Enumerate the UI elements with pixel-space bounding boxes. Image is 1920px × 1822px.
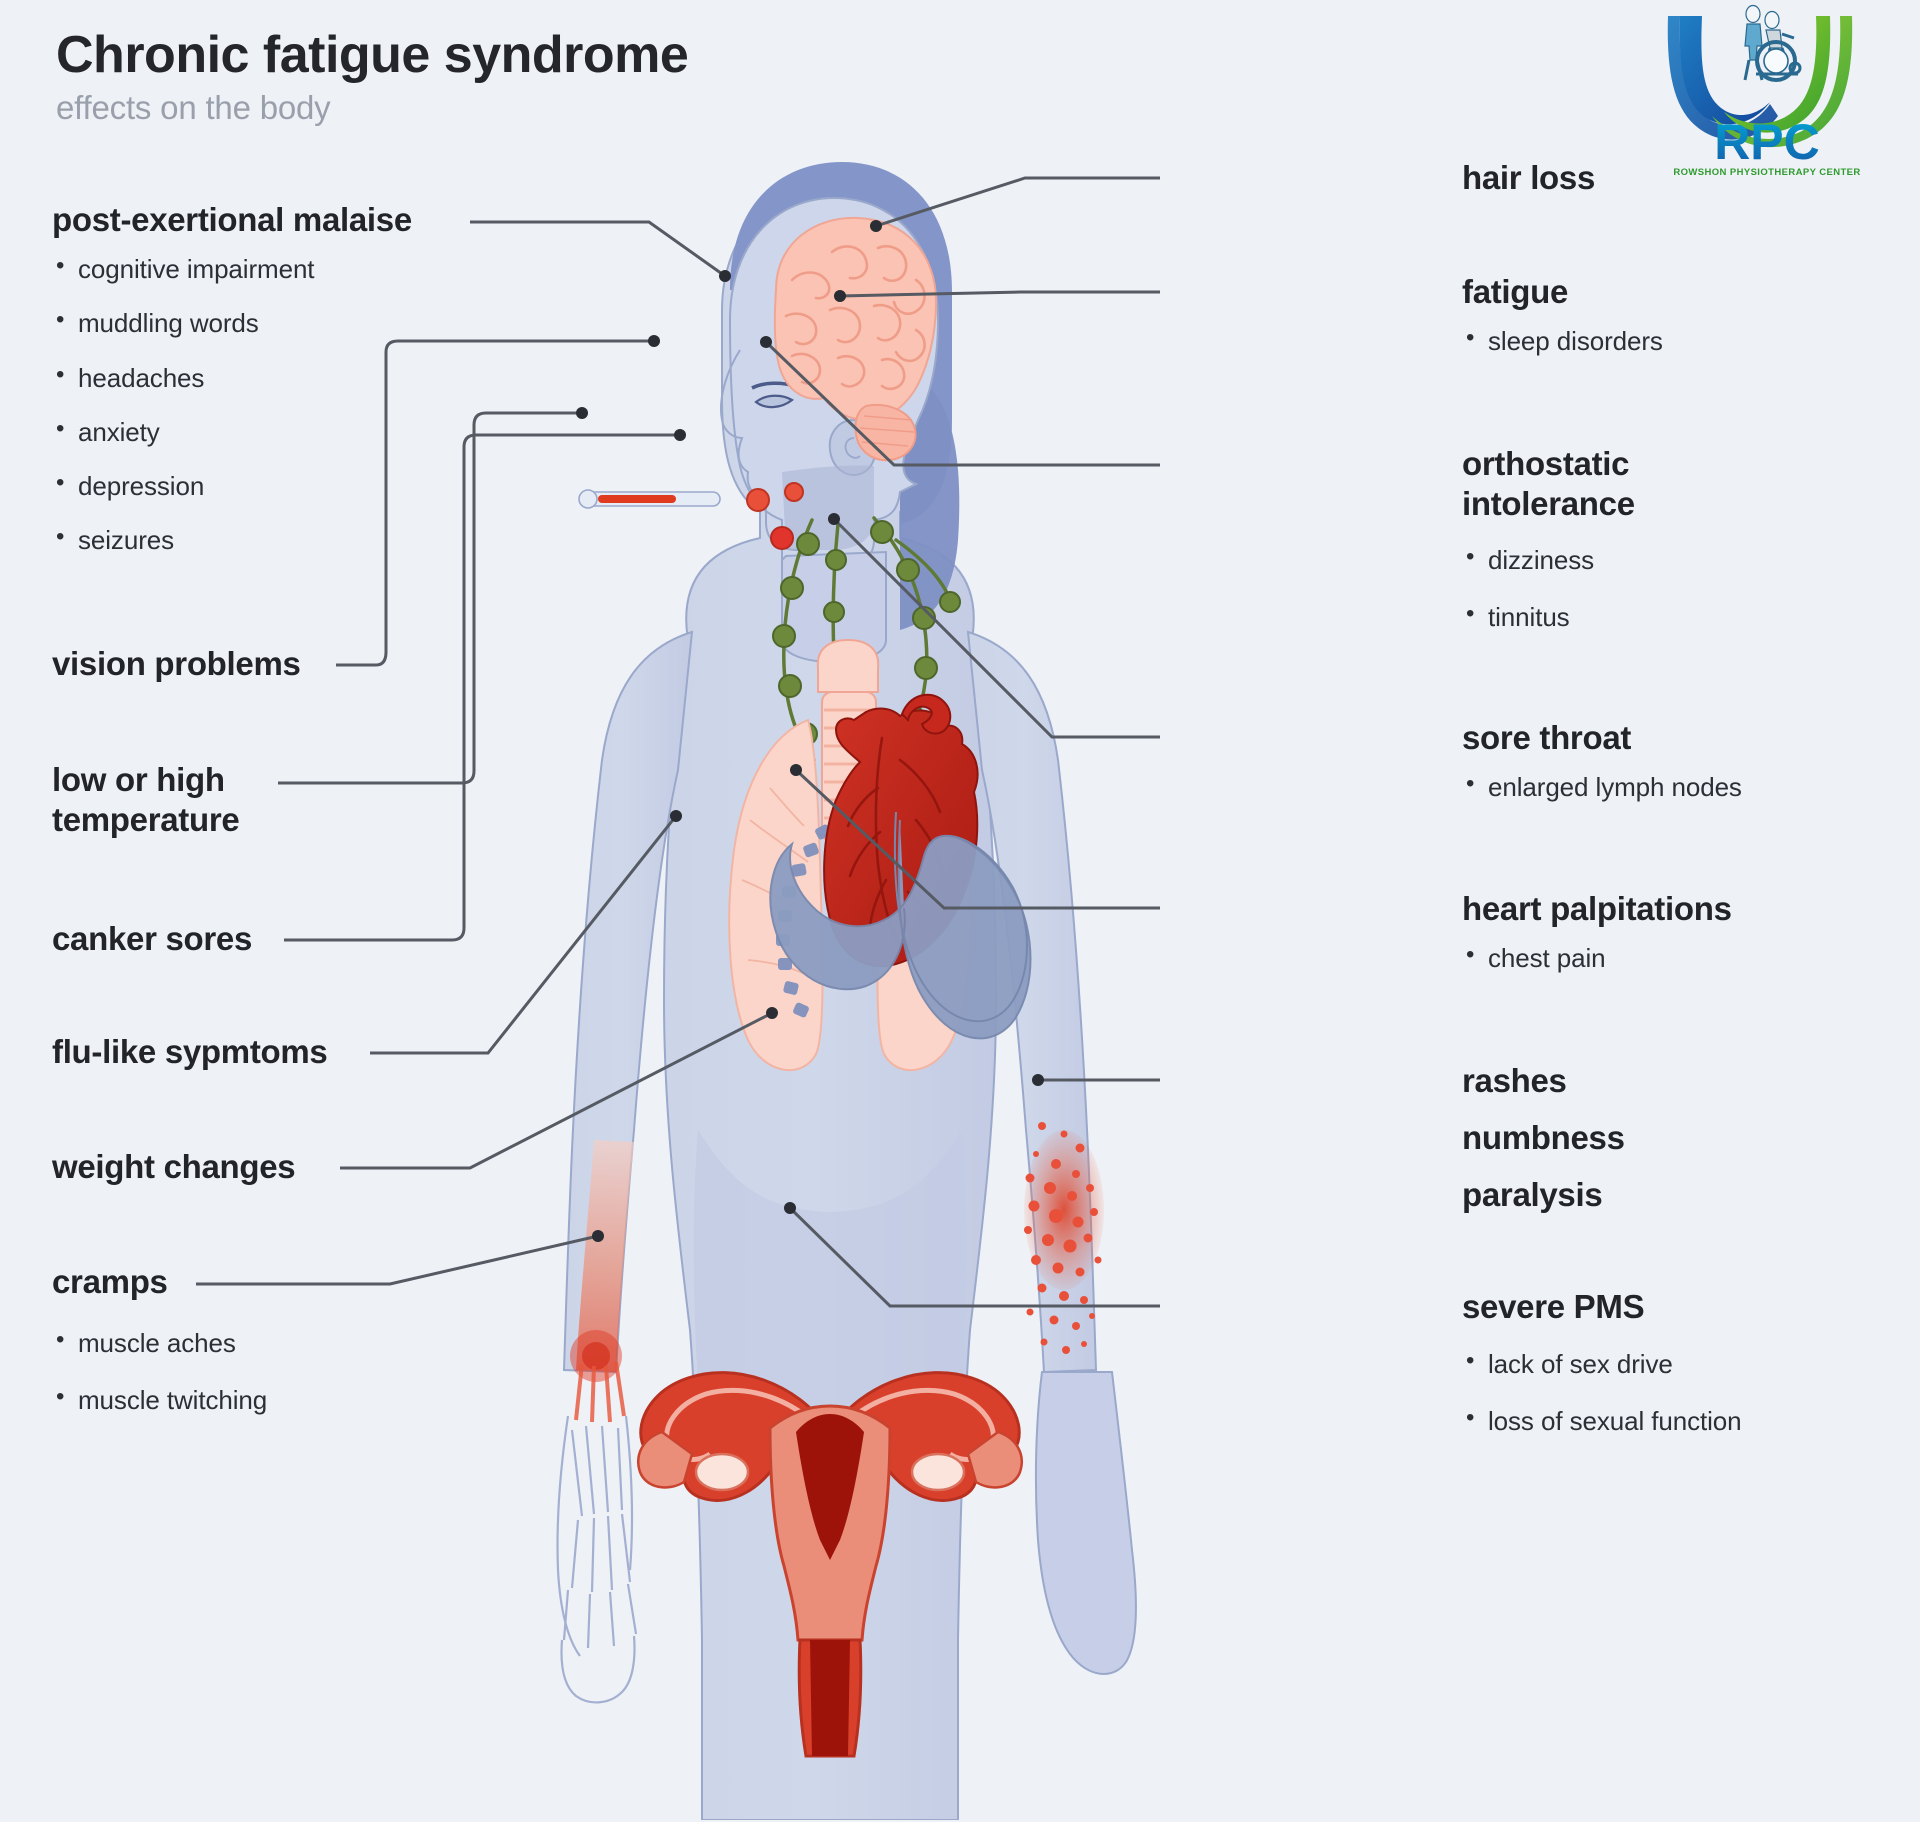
label-numbness[interactable]: numbness <box>1462 1118 1625 1158</box>
human-body-illustration <box>430 120 1230 1820</box>
label-heading: orthostatic intolerance <box>1462 445 1635 523</box>
list-item: tinnitus <box>1462 600 1635 633</box>
list-item: muddling words <box>52 306 412 339</box>
header: Chronic fatigue syndrome effects on the … <box>56 26 689 127</box>
logo-acronym: RPC <box>1714 114 1820 170</box>
label-bullets: dizziness tinnitus <box>1462 542 1635 633</box>
label-bullets: cognitive impairment muddling words head… <box>52 252 412 556</box>
label-post-exertional-malaise[interactable]: post-exertional malaise cognitive impair… <box>52 200 412 579</box>
label-heading: low or high temperature <box>52 761 240 839</box>
page-title: Chronic fatigue syndrome <box>56 26 689 84</box>
list-item: headaches <box>52 361 412 394</box>
left-ovary <box>694 1452 750 1492</box>
logo-tagline: ROWSHON PHYSIOTHERAPY CENTER <box>1673 167 1860 178</box>
list-item: anxiety <box>52 415 412 448</box>
label-heading: cramps <box>52 1263 168 1300</box>
label-heading: vision problems <box>52 645 301 682</box>
list-item: cognitive impairment <box>52 252 412 285</box>
list-item: seizures <box>52 523 412 556</box>
list-item: loss of sexual function <box>1462 1404 1742 1437</box>
right-hand <box>1034 1371 1137 1675</box>
canker-sore-dots <box>746 482 804 550</box>
label-paralysis[interactable]: paralysis <box>1462 1175 1603 1215</box>
list-item: enlarged lymph nodes <box>1462 770 1742 803</box>
label-heart-palpitations[interactable]: heart palpitations chest pain <box>1462 889 1732 997</box>
label-vision-problems[interactable]: vision problems <box>52 644 301 684</box>
hand-bones <box>556 1415 638 1704</box>
logo-blue-swoosh <box>1679 16 1770 125</box>
label-heading: canker sores <box>52 920 253 957</box>
label-bullets: chest pain <box>1462 941 1732 974</box>
wheelchair-icon <box>1755 10 1802 82</box>
rpc-logo: RPC ROWSHON PHYSIOTHERAPY CENTER <box>1652 4 1882 182</box>
uterus <box>637 1371 1023 1758</box>
thermometer <box>578 489 721 509</box>
label-low-or-high-temperature[interactable]: low or high temperature <box>52 760 240 841</box>
label-heading: weight changes <box>52 1148 296 1185</box>
label-heading: paralysis <box>1462 1176 1603 1213</box>
label-heading: numbness <box>1462 1119 1625 1156</box>
list-item: sleep disorders <box>1462 324 1663 357</box>
label-bullets: muscle aches muscle twitching <box>52 1326 267 1416</box>
list-item: lack of sex drive <box>1462 1347 1742 1380</box>
right-ovary <box>910 1452 966 1492</box>
list-item: muscle twitching <box>52 1383 267 1416</box>
label-heading: sore throat <box>1462 719 1632 756</box>
label-bullets: sleep disorders <box>1462 324 1663 357</box>
label-bullets: enlarged lymph nodes <box>1462 770 1742 803</box>
list-item: dizziness <box>1462 542 1635 576</box>
label-orthostatic-intolerance[interactable]: orthostatic intolerance dizziness tinnit… <box>1462 444 1635 656</box>
label-heading: hair loss <box>1462 159 1596 196</box>
label-weight-changes[interactable]: weight changes <box>52 1147 296 1187</box>
label-heading: severe PMS <box>1462 1288 1645 1325</box>
list-item: muscle aches <box>52 1326 267 1359</box>
label-bullets: lack of sex drive loss of sexual functio… <box>1462 1347 1742 1437</box>
list-item: chest pain <box>1462 941 1732 974</box>
label-heading: post-exertional malaise <box>52 201 412 238</box>
jaw-shading <box>782 465 874 550</box>
label-hair-loss[interactable]: hair loss <box>1462 158 1595 198</box>
label-cramps[interactable]: cramps muscle aches muscle twitching <box>52 1262 267 1440</box>
label-sore-throat[interactable]: sore throat enlarged lymph nodes <box>1462 718 1742 826</box>
label-rashes[interactable]: rashes <box>1462 1061 1567 1101</box>
list-item: depression <box>52 469 412 502</box>
page-subtitle: effects on the body <box>56 88 331 126</box>
label-canker-sores[interactable]: canker sores <box>52 919 252 959</box>
label-heading: flu-like sypmtoms <box>52 1033 328 1070</box>
label-severe-pms[interactable]: severe PMS lack of sex drive loss of sex… <box>1462 1287 1742 1461</box>
label-flu-like-symptoms[interactable]: flu-like sypmtoms <box>52 1032 328 1072</box>
label-heading: fatigue <box>1462 273 1569 310</box>
label-fatigue[interactable]: fatigue sleep disorders <box>1462 272 1663 380</box>
label-heading: rashes <box>1462 1062 1567 1099</box>
label-heading: heart palpitations <box>1462 890 1732 927</box>
forearm-muscle-pain <box>570 1140 634 1423</box>
